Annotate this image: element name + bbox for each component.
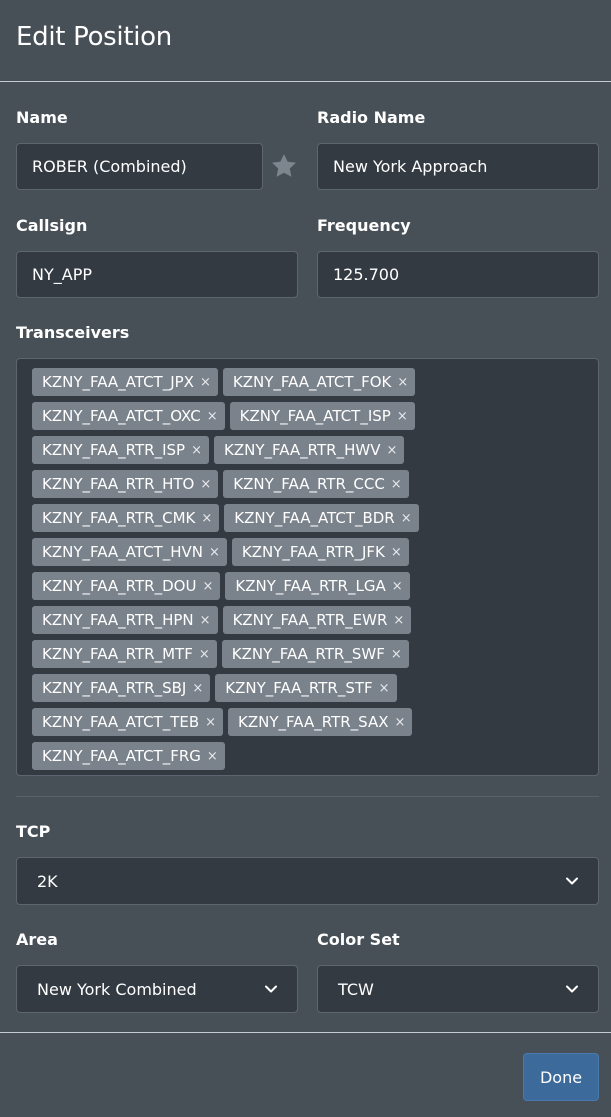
transceiver-tag: KZNY_FAA_ATCT_TEB × <box>32 708 224 736</box>
close-icon[interactable]: × <box>390 544 402 560</box>
callsign-input[interactable] <box>16 251 298 298</box>
name-label: Name <box>16 108 68 127</box>
close-icon[interactable]: × <box>202 578 214 594</box>
transceiver-tag-label: KZNY_FAA_RTR_SAX <box>238 713 389 731</box>
area-label: Area <box>16 930 58 949</box>
transceiver-tag: KZNY_FAA_RTR_HTO × <box>32 470 219 498</box>
transceiver-tag-label: KZNY_FAA_RTR_ISP <box>42 441 186 459</box>
close-icon[interactable]: × <box>206 408 218 424</box>
close-icon[interactable]: × <box>396 408 408 424</box>
close-icon[interactable]: × <box>191 442 202 458</box>
close-icon[interactable]: × <box>390 476 402 492</box>
transceiver-tag-label: KZNY_FAA_RTR_MTF <box>42 645 193 663</box>
transceiver-tag: KZNY_FAA_RTR_MTF × <box>32 640 217 668</box>
area-select[interactable]: New York Combined <box>16 965 298 1013</box>
transceiver-tag: KZNY_FAA_RTR_SWF × <box>221 640 409 668</box>
close-icon[interactable]: × <box>199 612 211 628</box>
transceiver-tag-label: KZNY_FAA_RTR_CMK <box>42 509 196 527</box>
transceiver-tag-label: KZNY_FAA_RTR_DOU <box>42 577 197 595</box>
close-icon[interactable]: × <box>391 578 403 594</box>
transceiver-tag-label: KZNY_FAA_RTR_HWV <box>224 441 381 459</box>
tcp-select[interactable]: 2K <box>16 857 599 905</box>
dialog-header: Edit Position <box>0 0 611 82</box>
transceiver-tag: KZNY_FAA_ATCT_BDR × <box>224 504 419 532</box>
transceiver-tag-label: KZNY_FAA_RTR_SBJ <box>42 679 187 697</box>
close-icon[interactable]: × <box>400 510 412 526</box>
transceivers-label: Transceivers <box>16 323 130 342</box>
close-icon[interactable]: × <box>397 374 409 390</box>
transceiver-tag: KZNY_FAA_RTR_SBJ × <box>32 674 211 702</box>
close-icon[interactable]: × <box>200 476 212 492</box>
star-icon[interactable] <box>270 152 298 180</box>
transceiver-tag-label: KZNY_FAA_ATCT_OXC <box>42 407 201 425</box>
name-input[interactable] <box>16 143 263 190</box>
close-icon[interactable]: × <box>206 748 218 764</box>
transceiver-tag-label: KZNY_FAA_ATCT_TEB <box>42 713 200 731</box>
frequency-input[interactable] <box>317 251 599 298</box>
close-icon[interactable]: × <box>192 680 204 696</box>
transceiver-tag-label: KZNY_FAA_ATCT_BDR <box>234 509 395 527</box>
close-icon[interactable]: × <box>205 714 217 730</box>
radio-name-input[interactable] <box>317 143 599 190</box>
close-icon[interactable]: × <box>394 714 406 730</box>
transceiver-tag: KZNY_FAA_RTR_LGA × <box>225 572 410 600</box>
close-icon[interactable]: × <box>393 612 405 628</box>
close-icon[interactable]: × <box>390 646 402 662</box>
transceiver-tag: KZNY_FAA_ATCT_FRG × <box>32 742 225 770</box>
dialog-title: Edit Position <box>16 22 172 52</box>
close-icon[interactable]: × <box>208 544 220 560</box>
section-divider <box>16 796 599 797</box>
transceivers-multiselect[interactable]: KZNY_FAA_ATCT_JPX×KZNY_FAA_ATCT_FOK×KZNY… <box>16 358 599 776</box>
tcp-select-value: 2K <box>37 871 58 891</box>
transceiver-tag-label: KZNY_FAA_ATCT_FOK <box>232 373 392 391</box>
transceiver-tag: KZNY_FAA_RTR_JFK × <box>231 538 409 566</box>
transceiver-tag: KZNY_FAA_RTR_SAX × <box>228 708 413 736</box>
transceiver-tag-label: KZNY_FAA_RTR_STF <box>225 679 373 697</box>
transceiver-tag-label: KZNY_FAA_ATCT_JPX <box>42 373 194 391</box>
callsign-label: Callsign <box>16 216 88 235</box>
color-set-select[interactable]: TCW <box>317 965 599 1013</box>
transceiver-tag: KZNY_FAA_ATCT_JPX × <box>32 368 218 396</box>
transceiver-tag: KZNY_FAA_RTR_STF × <box>215 674 397 702</box>
transceiver-tag: KZNY_FAA_RTR_CMK × <box>32 504 220 532</box>
transceiver-tag-label: KZNY_FAA_RTR_EWR <box>232 611 388 629</box>
chevron-down-icon <box>566 985 578 993</box>
transceiver-tag-label: KZNY_FAA_ATCT_ISP <box>239 407 391 425</box>
footer-divider <box>0 1032 611 1033</box>
transceiver-tag: KZNY_FAA_ATCT_FOK × <box>222 368 416 396</box>
transceiver-tag-label: KZNY_FAA_RTR_CCC <box>233 475 385 493</box>
transceiver-tag-label: KZNY_FAA_ATCT_HVN <box>42 543 203 561</box>
radio-name-label: Radio Name <box>317 108 426 127</box>
close-icon[interactable]: × <box>386 442 398 458</box>
chevron-down-icon <box>265 985 277 993</box>
transceiver-tag-label: KZNY_FAA_RTR_SWF <box>231 645 385 663</box>
tcp-label: TCP <box>16 822 51 841</box>
transceiver-tag: KZNY_FAA_ATCT_HVN × <box>32 538 227 566</box>
color-set-label: Color Set <box>317 930 400 949</box>
close-icon[interactable]: × <box>201 510 213 526</box>
transceiver-tag-label: KZNY_FAA_ATCT_FRG <box>42 747 201 765</box>
transceiver-tag: KZNY_FAA_RTR_CCC × <box>223 470 409 498</box>
transceiver-tag: KZNY_FAA_ATCT_ISP × <box>229 402 415 430</box>
done-button[interactable]: Done <box>523 1053 599 1101</box>
transceiver-tag-label: KZNY_FAA_RTR_LGA <box>235 577 386 595</box>
color-set-select-value: TCW <box>338 979 374 999</box>
close-icon[interactable]: × <box>199 374 211 390</box>
area-select-value: New York Combined <box>37 979 197 999</box>
transceiver-tag: KZNY_FAA_RTR_HWV × <box>214 436 405 464</box>
transceiver-tag-label: KZNY_FAA_RTR_JFK <box>241 543 385 561</box>
close-icon[interactable]: × <box>198 646 210 662</box>
transceiver-tag: KZNY_FAA_RTR_EWR × <box>222 606 412 634</box>
transceiver-tag-label: KZNY_FAA_RTR_HPN <box>42 611 194 629</box>
transceiver-tag: KZNY_FAA_RTR_DOU × <box>32 572 221 600</box>
transceiver-tag-list: KZNY_FAA_ATCT_JPX×KZNY_FAA_ATCT_FOK×KZNY… <box>32 368 583 776</box>
close-icon[interactable]: × <box>378 680 390 696</box>
chevron-down-icon <box>566 877 578 885</box>
frequency-label: Frequency <box>317 216 411 235</box>
transceiver-tag: KZNY_FAA_ATCT_OXC × <box>32 402 225 430</box>
transceiver-tag-label: KZNY_FAA_RTR_HTO <box>42 475 195 493</box>
transceiver-tag: KZNY_FAA_RTR_ISP × <box>32 436 209 464</box>
transceiver-tag: KZNY_FAA_RTR_HPN × <box>32 606 218 634</box>
